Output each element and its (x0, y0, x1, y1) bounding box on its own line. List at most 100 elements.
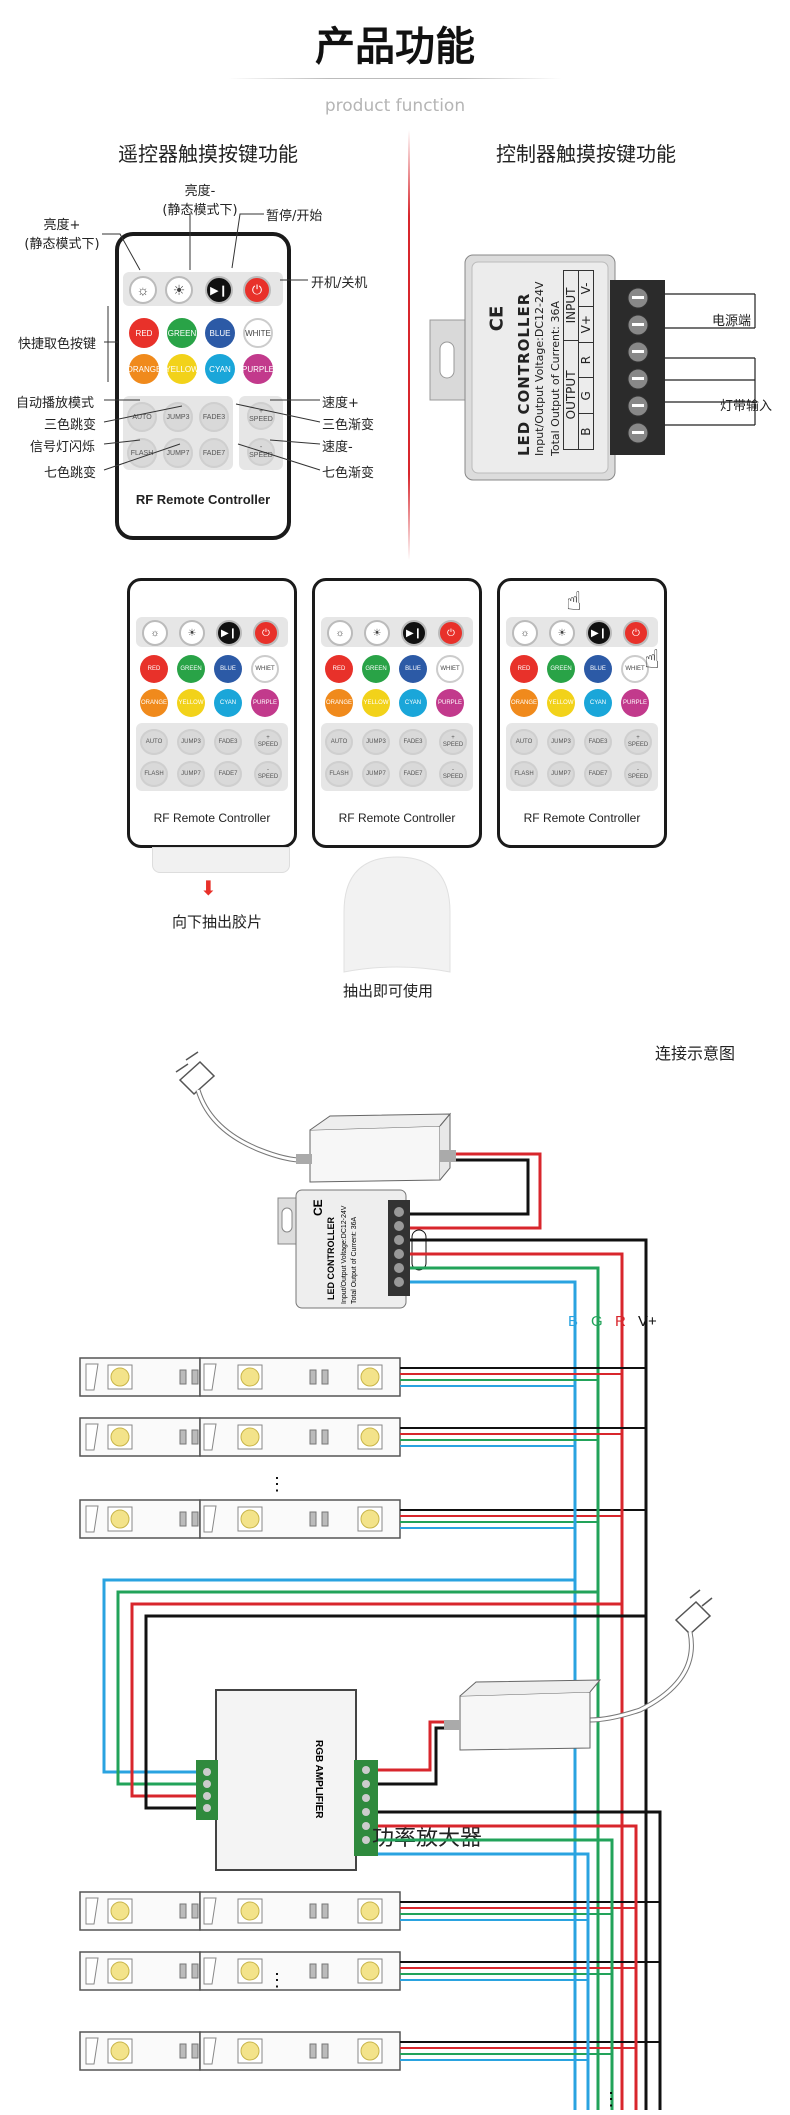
label-strip-input: 灯带输入 (720, 399, 773, 414)
speed-plus-button[interactable]: + SPEED (247, 402, 275, 430)
controller-spec-current: Total Output of Current: 36A (549, 300, 562, 456)
brightness-plus-button[interactable]: ☼ (129, 276, 157, 304)
label-speed-plus: 速度+ (322, 396, 359, 411)
rgb-amplifier: RGB AMPLIFIER (196, 1689, 378, 1871)
color-button-blue[interactable]: BLUE (214, 655, 242, 683)
color-button-yellow[interactable]: YELLOW (177, 689, 205, 717)
speed-minus-button[interactable]: - SPEED (254, 761, 282, 787)
power-button[interactable]: ⏻ (243, 276, 271, 304)
label-auto-play: 自动播放模式 (16, 396, 95, 411)
brightness-plus-button[interactable]: ☼ (512, 620, 538, 646)
color-button-blue[interactable]: BLUE (205, 318, 235, 348)
pause-play-button[interactable]: ▶❙ (216, 620, 242, 646)
remote-section-title: 遥控器触摸按键功能 (118, 142, 298, 166)
mode-button-flash[interactable]: FLASH (510, 761, 538, 787)
mode-button-fade3[interactable]: FADE3 (199, 402, 229, 432)
label-jump7: 七色跳变 (44, 466, 97, 481)
mode-button-flash[interactable]: FLASH (127, 438, 157, 468)
color-button-red[interactable]: RED (129, 318, 159, 348)
color-button-blue[interactable]: BLUE (584, 655, 612, 683)
color-button-white[interactable]: WHIET (621, 655, 649, 683)
color-button-orange[interactable]: ORANGE (127, 354, 161, 384)
speed-minus-button[interactable]: - SPEED (439, 761, 467, 787)
speed-plus-button[interactable]: + SPEED (624, 729, 652, 755)
color-button-yellow[interactable]: YELLOW (362, 689, 390, 717)
mode-button-flash[interactable]: FLASH (140, 761, 168, 787)
mode-button-auto[interactable]: AUTO (325, 729, 353, 755)
color-button-cyan[interactable]: CYAN (584, 689, 612, 717)
color-button-white[interactable]: WHITE (243, 318, 273, 348)
mode-button-fade3[interactable]: FADE3 (214, 729, 242, 755)
mode-button-auto[interactable]: AUTO (510, 729, 538, 755)
color-button-red[interactable]: RED (325, 655, 353, 683)
page-subtitle: product function (324, 96, 466, 116)
wire-label-g: G (591, 1313, 603, 1330)
color-button-cyan[interactable]: CYAN (205, 354, 235, 384)
remote-brand: RF Remote Controller (135, 492, 271, 507)
mode-button-fade7[interactable]: FADE7 (199, 438, 229, 468)
color-button-green[interactable]: GREEN (547, 655, 575, 683)
color-button-yellow[interactable]: YELLOW (165, 354, 199, 384)
controller-pin-g: G (579, 377, 593, 414)
speed-minus-button[interactable]: - SPEED (624, 761, 652, 787)
power-button[interactable]: ⏻ (438, 620, 464, 646)
color-button-cyan[interactable]: CYAN (214, 689, 242, 717)
brightness-minus-button[interactable]: ☀ (165, 276, 193, 304)
mode-button-jump7[interactable]: JUMP7 (177, 761, 205, 787)
color-button-orange[interactable]: ORANGE (140, 689, 168, 717)
mode-button-fade3[interactable]: FADE3 (399, 729, 427, 755)
color-button-red[interactable]: RED (140, 655, 168, 683)
controller-spec-voltage: Input/Output Voltage:DC12-24V (533, 281, 546, 456)
color-button-purple[interactable]: PURPLE (436, 689, 464, 717)
mode-button-auto[interactable]: AUTO (140, 729, 168, 755)
mode-button-jump7[interactable]: JUMP7 (547, 761, 575, 787)
mode-button-jump3[interactable]: JUMP3 (362, 729, 390, 755)
mode-button-fade7[interactable]: FADE7 (399, 761, 427, 787)
color-button-white[interactable]: WHIET (436, 655, 464, 683)
color-button-cyan[interactable]: CYAN (399, 689, 427, 717)
mode-button-auto[interactable]: AUTO (127, 402, 157, 432)
color-button-red[interactable]: RED (510, 655, 538, 683)
pause-play-button[interactable]: ▶❙ (401, 620, 427, 646)
speed-minus-button[interactable]: - SPEED (247, 438, 275, 466)
led-controller-device (429, 254, 756, 481)
speed-plus-button[interactable]: + SPEED (254, 729, 282, 755)
color-button-purple[interactable]: PURPLE (621, 689, 649, 717)
power-button[interactable]: ⏻ (623, 620, 649, 646)
mode-button-jump3[interactable]: JUMP3 (177, 729, 205, 755)
remote-step-1: ☼ ☀ ▶❙ ⏻ RED GREEN BLUE WHIET ORANGE YELLOW CYAN PU… (127, 578, 297, 848)
pause-play-button[interactable]: ▶❙ (586, 620, 612, 646)
power-button[interactable]: ⏻ (253, 620, 279, 646)
brightness-plus-button[interactable]: ☼ (142, 620, 168, 646)
label-brightness-plus: 亮度+(静态模式下) (24, 218, 100, 252)
color-button-green[interactable]: GREEN (167, 318, 197, 348)
brightness-minus-button[interactable]: ☀ (549, 620, 575, 646)
mode-button-jump7[interactable]: JUMP7 (163, 438, 193, 468)
color-button-green[interactable]: GREEN (177, 655, 205, 683)
wire-continuation-dots: ⋮ (602, 2089, 620, 2109)
brightness-minus-button[interactable]: ☀ (364, 620, 390, 646)
speed-plus-button[interactable]: + SPEED (439, 729, 467, 755)
pause-play-button[interactable]: ▶❙ (205, 276, 233, 304)
label-fade7: 七色渐变 (322, 466, 375, 481)
color-button-yellow[interactable]: YELLOW (547, 689, 575, 717)
color-button-orange[interactable]: ORANGE (325, 689, 353, 717)
color-button-purple[interactable]: PURPLE (242, 354, 274, 384)
mode-button-fade7[interactable]: FADE7 (214, 761, 242, 787)
mode-button-fade3[interactable]: FADE3 (584, 729, 612, 755)
mode-button-flash[interactable]: FLASH (325, 761, 353, 787)
led-strips-top (79, 1357, 646, 1539)
color-button-orange[interactable]: ORANGE (510, 689, 538, 717)
mode-button-fade7[interactable]: FADE7 (584, 761, 612, 787)
strip-continuation-dots-bottom: ⋮ (268, 1970, 286, 1990)
mode-button-jump7[interactable]: JUMP7 (362, 761, 390, 787)
mode-button-jump3[interactable]: JUMP3 (547, 729, 575, 755)
color-button-white[interactable]: WHIET (251, 655, 279, 683)
color-button-green[interactable]: GREEN (362, 655, 390, 683)
color-button-purple[interactable]: PURPLE (251, 689, 279, 717)
brightness-plus-button[interactable]: ☼ (327, 620, 353, 646)
down-arrow-icon: ⬇ (200, 876, 217, 900)
color-button-blue[interactable]: BLUE (399, 655, 427, 683)
brightness-minus-button[interactable]: ☀ (179, 620, 205, 646)
